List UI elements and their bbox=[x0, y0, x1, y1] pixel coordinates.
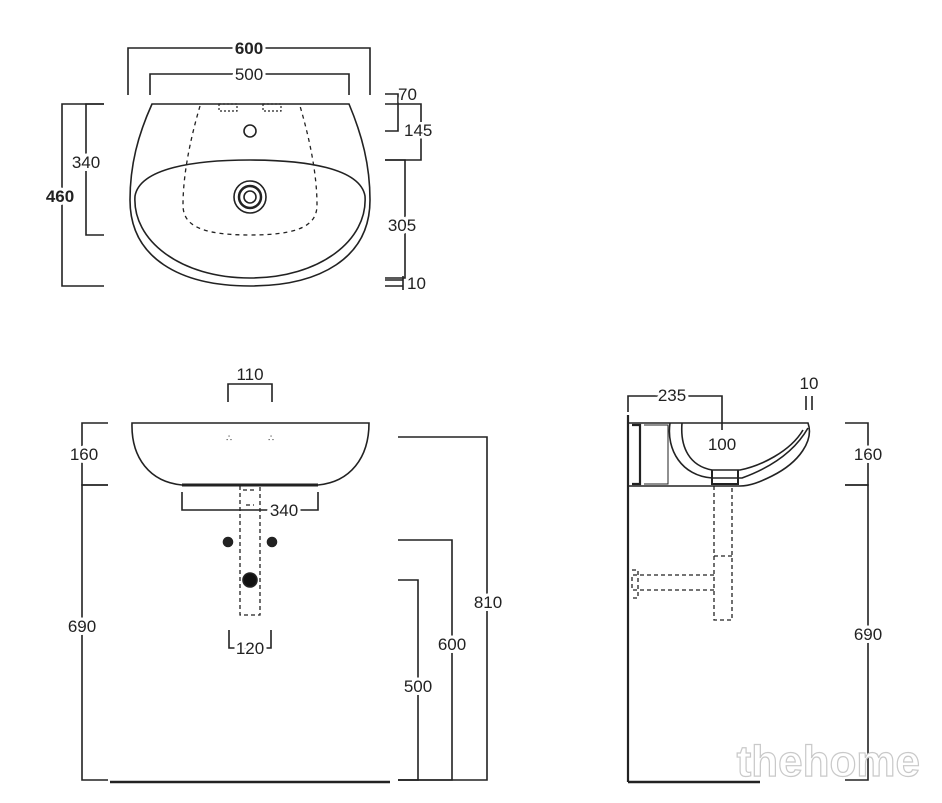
dim-460-label: 460 bbox=[46, 187, 74, 206]
dim-110-line bbox=[227, 383, 273, 402]
bowl-side-inner-2 bbox=[668, 422, 809, 479]
dim-810-label: 810 bbox=[474, 593, 502, 612]
dim-600-line bbox=[127, 47, 371, 95]
dim-600-height-label: 600 bbox=[438, 635, 466, 654]
dim-340-line bbox=[85, 103, 104, 236]
dim-340-label: 340 bbox=[72, 153, 100, 172]
dim-145-label: 145 bbox=[404, 121, 432, 140]
dim-100-label: 100 bbox=[708, 435, 736, 454]
dim-500-line bbox=[149, 73, 350, 95]
dim-305-line bbox=[385, 159, 406, 279]
side-drain-neck bbox=[711, 470, 739, 485]
bolt-right bbox=[266, 536, 278, 548]
dim-600-label: 600 bbox=[235, 39, 263, 58]
basin-side-outline bbox=[627, 422, 811, 487]
dim-120-label: 120 bbox=[236, 639, 264, 658]
dim-500-height-line bbox=[398, 579, 419, 781]
bowl-side-inner bbox=[680, 422, 804, 471]
dim-235-line bbox=[627, 395, 723, 430]
dim-10-line bbox=[385, 276, 404, 290]
dim-120-line bbox=[228, 630, 272, 649]
dim-340-front-label: 340 bbox=[270, 501, 298, 520]
tap-hole bbox=[243, 124, 257, 138]
front-view: ∴ ∴ bbox=[81, 383, 488, 784]
bowl-inner-outline bbox=[134, 159, 366, 279]
dim-160-front-label: 160 bbox=[70, 445, 98, 464]
drain-outer bbox=[233, 180, 267, 214]
dim-10-side-label: 10 bbox=[800, 374, 819, 393]
dim-10-label: 10 bbox=[407, 274, 426, 293]
basin-front-outline bbox=[131, 422, 370, 486]
front-trap-dashed bbox=[239, 486, 261, 616]
dim-500-height-label: 500 bbox=[404, 677, 432, 696]
dim-500-label: 500 bbox=[235, 65, 263, 84]
overflow-slot-right bbox=[262, 103, 282, 112]
dim-305-label: 305 bbox=[388, 216, 416, 235]
overflow-mark-right: ∴ bbox=[268, 433, 274, 443]
dim-70-line bbox=[385, 93, 399, 132]
drain-outlet bbox=[242, 572, 258, 588]
drain-inner bbox=[243, 190, 257, 204]
dim-235-label: 235 bbox=[658, 386, 686, 405]
dim-690-front-line bbox=[81, 484, 108, 781]
overflow-slot-left bbox=[218, 103, 238, 112]
side-trap-dashed bbox=[631, 486, 733, 621]
dim-160-side-label: 160 bbox=[854, 445, 882, 464]
overflow-mark-left: ∴ bbox=[226, 433, 232, 443]
dim-600-height-line bbox=[398, 539, 453, 781]
side-wall-bracket bbox=[632, 423, 642, 486]
watermark-logo: thehome bbox=[737, 737, 920, 786]
basin-top-outline bbox=[129, 103, 371, 287]
dim-690-side-label: 690 bbox=[854, 625, 882, 644]
dim-70-label: 70 bbox=[398, 85, 417, 104]
dim-340-front-line bbox=[181, 492, 319, 511]
dim-460-line bbox=[61, 103, 104, 287]
dim-690-front-label: 690 bbox=[68, 617, 96, 636]
drain-middle bbox=[237, 184, 263, 210]
side-view bbox=[626, 395, 869, 784]
dim-690-side-line bbox=[845, 484, 869, 781]
dim-10-side-line bbox=[805, 396, 813, 410]
bolt-left bbox=[222, 536, 234, 548]
dim-110-label: 110 bbox=[236, 365, 263, 384]
top-view bbox=[61, 47, 422, 290]
side-wall-bracket-fill bbox=[644, 424, 669, 485]
